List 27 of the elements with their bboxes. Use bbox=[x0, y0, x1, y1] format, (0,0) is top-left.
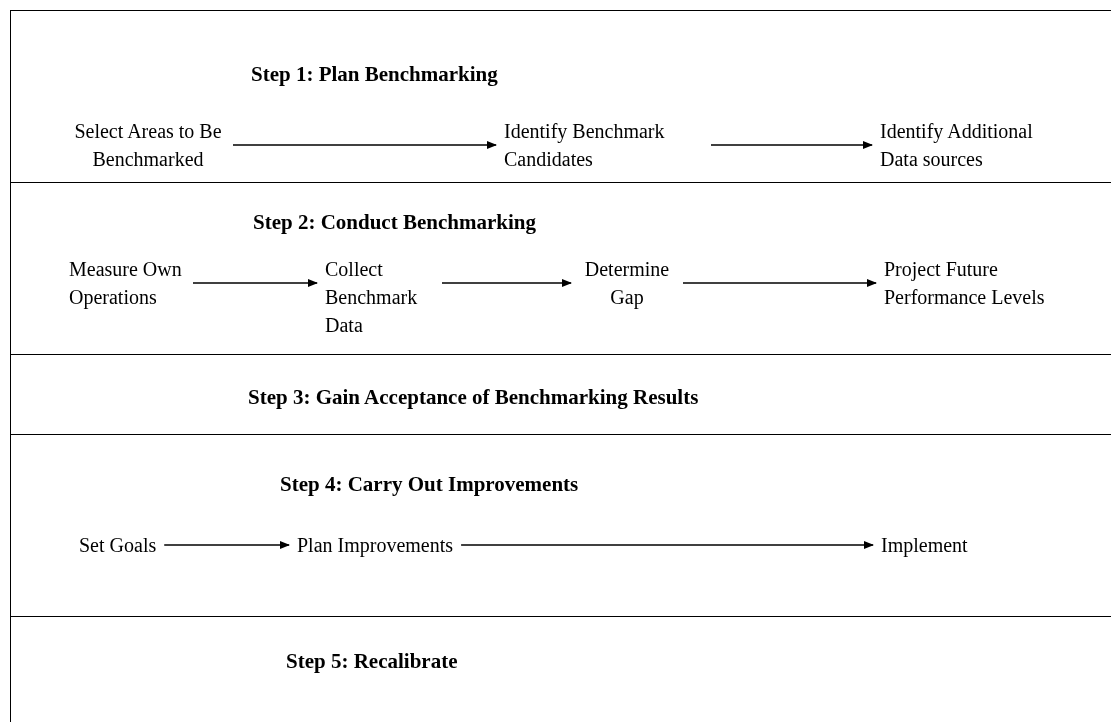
arrow bbox=[232, 141, 497, 149]
step-band bbox=[10, 354, 1111, 434]
step-heading: Step 1: Plan Benchmarking bbox=[251, 61, 498, 88]
step-band bbox=[10, 434, 1111, 616]
step-heading: Step 3: Gain Acceptance of Benchmarking Results bbox=[248, 384, 699, 411]
step-heading: Step 4: Carry Out Improvements bbox=[280, 471, 579, 498]
step-text: Project Future Performance Levels bbox=[876, 255, 1098, 311]
arrow bbox=[163, 541, 290, 549]
arrow bbox=[460, 541, 874, 549]
step-text: Identify Benchmark Candidates bbox=[496, 117, 711, 173]
arrow bbox=[192, 279, 318, 287]
step-text: Collect Benchmark Data bbox=[317, 255, 442, 339]
step-heading: Step 2: Conduct Benchmarking bbox=[253, 209, 536, 236]
step-band bbox=[10, 182, 1111, 354]
step-text: Identify Additional Data sources bbox=[872, 117, 1077, 173]
step-text: Determine Gap bbox=[571, 255, 683, 311]
step-text: Plan Improvements bbox=[289, 531, 462, 559]
step-text: Select Areas to Be Benchmarked bbox=[63, 117, 233, 173]
arrow bbox=[441, 279, 572, 287]
step-text: Implement bbox=[873, 531, 976, 559]
step-band bbox=[10, 10, 1111, 182]
arrow bbox=[710, 141, 873, 149]
step-text: Set Goals bbox=[71, 531, 165, 559]
step-band bbox=[10, 616, 1111, 722]
arrow bbox=[682, 279, 877, 287]
step-heading: Step 5: Recalibrate bbox=[286, 648, 458, 675]
step-text: Measure Own Operations bbox=[61, 255, 193, 311]
